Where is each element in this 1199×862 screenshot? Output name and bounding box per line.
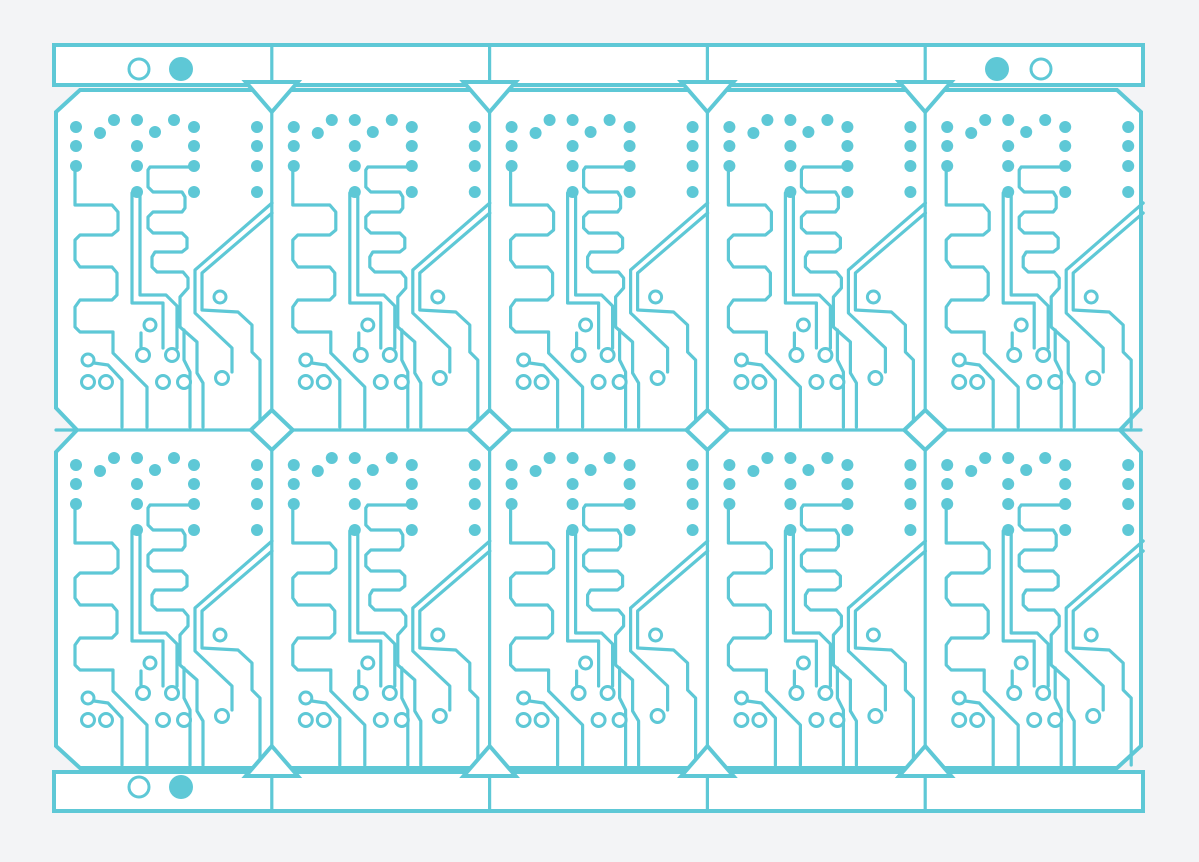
- v-score-triangle-top: [894, 80, 956, 116]
- tooling-hole-filled: [169, 57, 193, 81]
- tooling-hole-hollow: [1029, 57, 1053, 81]
- v-score-triangle-top: [241, 80, 303, 116]
- bottom-rail: [52, 770, 1145, 813]
- v-score-triangle-bottom: [241, 742, 303, 778]
- v-score-triangle-bottom: [677, 742, 738, 778]
- mouse-bite-diamond: [901, 407, 950, 453]
- tooling-hole-hollow: [127, 775, 151, 799]
- mouse-bite-diamond: [465, 407, 514, 453]
- mouse-bite-diamond: [247, 407, 296, 453]
- top-rail: [52, 43, 1145, 87]
- v-score-triangle-bottom: [894, 742, 956, 778]
- v-score-triangle-top: [677, 80, 738, 116]
- v-score-triangle-top: [459, 80, 520, 116]
- tooling-hole-filled: [985, 57, 1009, 81]
- tooling-hole-hollow: [127, 57, 151, 81]
- v-score-triangle-bottom: [459, 742, 520, 778]
- mouse-bite-diamond: [683, 407, 732, 453]
- column-dividers: [54, 43, 1143, 813]
- tooling-hole-filled: [169, 775, 193, 799]
